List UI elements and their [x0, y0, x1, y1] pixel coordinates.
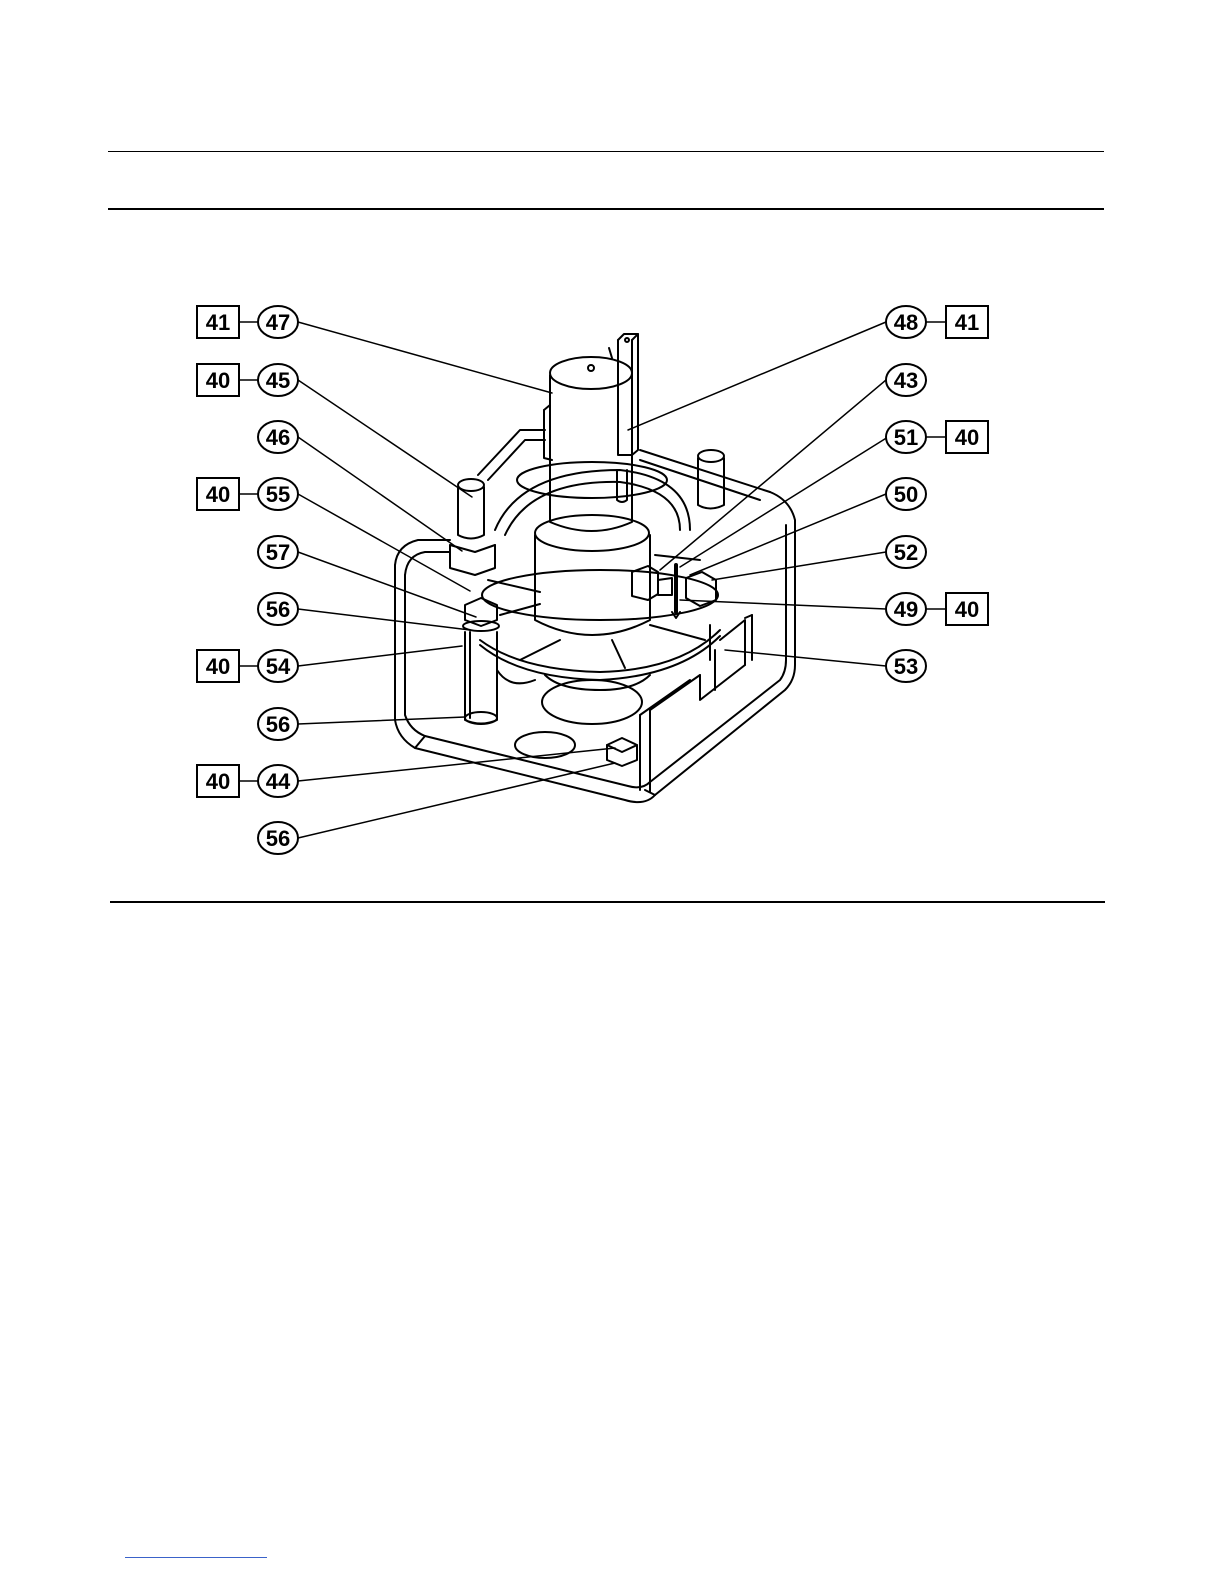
callout-number: 44: [266, 769, 291, 794]
reference-number: 40: [206, 654, 230, 679]
callout-c53: 53: [886, 650, 926, 682]
callout-c47: 47 41: [197, 306, 298, 338]
reference-number: 40: [206, 368, 230, 393]
callout-number: 56: [266, 712, 290, 737]
callouts-left: 47 41 45 40 46 55 40 57 56 54 40 56 44 40 56: [197, 306, 298, 854]
callout-number: 52: [894, 540, 918, 565]
callout-c51: 51 40: [886, 421, 988, 453]
callout-c57: 57: [258, 536, 298, 568]
leader-lines: [298, 322, 888, 838]
callout-c43: 43: [886, 364, 926, 396]
callout-number: 49: [894, 597, 918, 622]
key-bar: [618, 334, 638, 455]
reference-number: 40: [206, 769, 230, 794]
callouts-right: 48 41 43 51 40 50 52 49 40 53: [886, 306, 988, 682]
callout-number: 43: [894, 368, 918, 393]
callout-c56a: 56: [258, 593, 298, 625]
callout-number: 45: [266, 368, 290, 393]
callout-number: 51: [894, 425, 918, 450]
callout-c56b: 56: [258, 708, 298, 740]
callout-c49: 49 40: [886, 593, 988, 625]
top-plate: [495, 462, 690, 535]
index-disc: [480, 555, 720, 680]
callout-c46: 46: [258, 421, 298, 453]
reference-number: 40: [955, 597, 979, 622]
callout-number: 50: [894, 482, 918, 507]
reference-number: 40: [206, 482, 230, 507]
reference-number: 40: [955, 425, 979, 450]
assembly-drawing: [298, 322, 888, 838]
callout-number: 56: [266, 597, 290, 622]
set-screw-assembly: [632, 565, 716, 618]
right-peg: [698, 450, 724, 509]
callout-c55: 55 40: [197, 478, 298, 510]
callout-number: 56: [266, 826, 290, 851]
callout-c50: 50: [886, 478, 926, 510]
callout-c44: 44 40: [197, 765, 298, 797]
bottom-bolt: [607, 738, 637, 766]
callout-c54: 54 40: [197, 650, 298, 682]
base-holes: [515, 675, 650, 758]
reference-number: 41: [955, 310, 979, 335]
callout-number: 55: [266, 482, 290, 507]
callout-number: 46: [266, 425, 290, 450]
callout-c45: 45 40: [197, 364, 298, 396]
callout-number: 48: [894, 310, 918, 335]
left-peg: [450, 479, 495, 575]
callout-c48: 48 41: [886, 306, 988, 338]
callout-number: 54: [266, 654, 291, 679]
reference-number: 41: [206, 310, 230, 335]
callout-c52: 52: [886, 536, 926, 568]
callout-number: 47: [266, 310, 290, 335]
callout-c56c: 56: [258, 822, 298, 854]
callout-number: 57: [266, 540, 290, 565]
callout-number: 53: [894, 654, 918, 679]
